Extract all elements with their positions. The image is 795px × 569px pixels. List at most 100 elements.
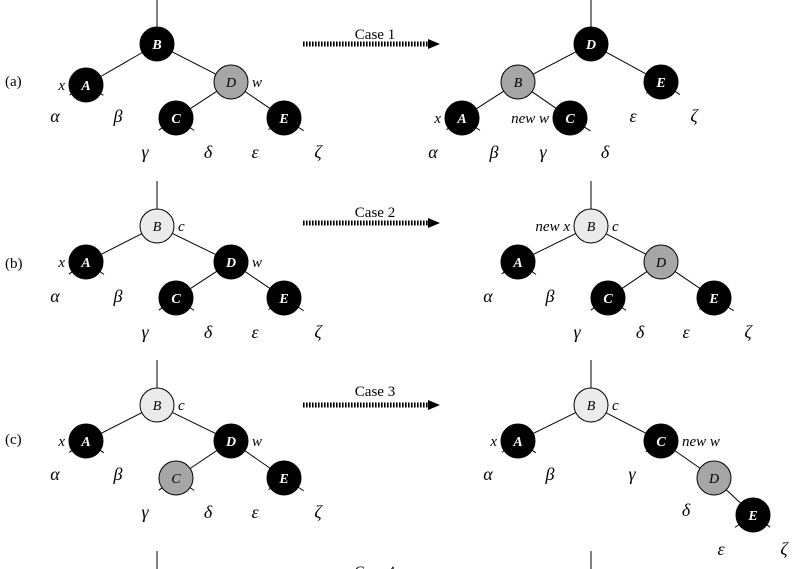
subtree-label-3: δ	[682, 500, 691, 520]
node-circle-black	[696, 280, 732, 316]
tree-node-C: C	[158, 280, 194, 316]
subtree-edge	[68, 450, 73, 453]
edge-D-E	[674, 271, 701, 289]
node-circle-black	[735, 497, 771, 533]
tree-node-D: D	[213, 244, 249, 280]
case-row-label: (b)	[5, 256, 23, 272]
edge-D-E	[244, 91, 271, 109]
subtree-edge	[728, 306, 734, 312]
subtree-edge	[674, 91, 681, 95]
edge-B-A	[533, 233, 576, 255]
tree-node-C: C	[643, 423, 679, 459]
node-circle-black	[266, 460, 302, 496]
node-circle-black	[266, 280, 302, 316]
node-circle-gray	[696, 460, 732, 496]
subtree-edge	[99, 271, 105, 275]
tree-node-D: D	[213, 423, 249, 459]
node-circle-light	[139, 208, 175, 244]
arrow-head-icon	[428, 218, 440, 228]
subtree-edge	[298, 306, 304, 312]
edge-B-A	[100, 52, 143, 77]
edge-B-D	[605, 233, 647, 255]
subtree-label-5: ζ	[690, 106, 699, 126]
node-key-label: B	[153, 399, 162, 414]
edge-B-A	[476, 90, 504, 110]
subtree-label-5: ζ	[744, 322, 753, 342]
subtree-edge	[584, 126, 591, 132]
node-key-label: D	[655, 256, 666, 271]
subtree-label-3: δ	[636, 322, 645, 342]
subtree-edge	[475, 127, 481, 131]
subtree-label-1: β	[113, 106, 123, 126]
subtree-label-1: β	[545, 464, 555, 484]
tree-node-D: D	[696, 460, 732, 496]
tree-node-B: B	[139, 26, 175, 62]
subtree-label-4: ε	[251, 142, 259, 162]
subtree-edge	[99, 449, 105, 454]
case-row-label: (c)	[5, 432, 22, 448]
edge-B-C	[605, 412, 647, 434]
node-key-label: D	[585, 38, 596, 53]
node-key-label: B	[153, 220, 162, 235]
node-pointer-annotation-right: w	[252, 434, 262, 450]
subtree-label-4: ε	[717, 539, 725, 559]
node-pointer-annotation-right: w	[252, 75, 262, 91]
tree-node-E: E	[696, 280, 732, 316]
subtree-edge	[100, 93, 104, 96]
node-key-label: C	[171, 472, 181, 487]
node-circle-black	[643, 64, 679, 100]
subtree-edge	[501, 271, 505, 275]
tree-node-D: D	[643, 244, 679, 280]
node-key-label: B	[514, 76, 523, 91]
edge-B-D	[172, 411, 216, 435]
subtree-edge	[590, 307, 595, 311]
edge-B-A	[533, 412, 576, 434]
node-circle-gray	[158, 460, 194, 496]
node-key-label: E	[278, 472, 288, 487]
tree-node-D: D	[213, 64, 249, 100]
subtree-label-0: α	[50, 286, 60, 306]
node-circle-black	[68, 244, 104, 280]
node-key-label: C	[656, 435, 666, 450]
node-circle-black	[573, 26, 609, 62]
node-key-label: D	[225, 435, 236, 450]
subtree-label-3: δ	[204, 142, 213, 162]
subtree-label-4: ε	[682, 322, 690, 342]
tree-node-B: B	[573, 387, 609, 423]
subtree-label-3: δ	[601, 142, 610, 162]
tree-node-A: A	[500, 244, 536, 280]
subtree-edge	[734, 524, 740, 528]
dotted-arrow-shaft	[303, 402, 428, 408]
node-key-label: C	[171, 112, 181, 127]
tree-node-B: B	[500, 64, 536, 100]
subtree-label-1: β	[489, 142, 499, 162]
edge-D-E	[605, 51, 647, 75]
edge-D-B	[532, 51, 577, 75]
tree-node-E: E	[266, 280, 302, 316]
tree-node-A: A	[68, 67, 104, 103]
tree-node-B: B	[139, 387, 175, 423]
tree-node-D: D	[573, 26, 609, 62]
subtree-edge	[189, 307, 195, 311]
tree-node-A: A	[68, 423, 104, 459]
node-key-label: E	[655, 76, 665, 91]
node-circle-black	[158, 280, 194, 316]
node-pointer-annotation-left: x	[433, 111, 441, 127]
subtree-edge	[68, 271, 73, 275]
edge-D-C	[189, 450, 218, 469]
subtree-label-5: ζ	[780, 539, 789, 559]
edge-D-C	[189, 90, 218, 110]
node-pointer-annotation-right: w	[252, 255, 262, 271]
case-transition-label: Case 3	[355, 384, 395, 400]
subtree-edge	[158, 487, 163, 491]
node-pointer-annotation-left: new w	[511, 111, 549, 127]
node-pointer-annotation-right: c	[612, 219, 619, 235]
subtree-label-0: α	[428, 142, 438, 162]
tree-node-A: A	[500, 423, 536, 459]
node-circle-light	[573, 387, 609, 423]
node-circle-black	[500, 244, 536, 280]
subtree-edge	[158, 127, 163, 131]
case-transition-arrow	[303, 218, 440, 228]
node-key-label: B	[151, 38, 161, 53]
